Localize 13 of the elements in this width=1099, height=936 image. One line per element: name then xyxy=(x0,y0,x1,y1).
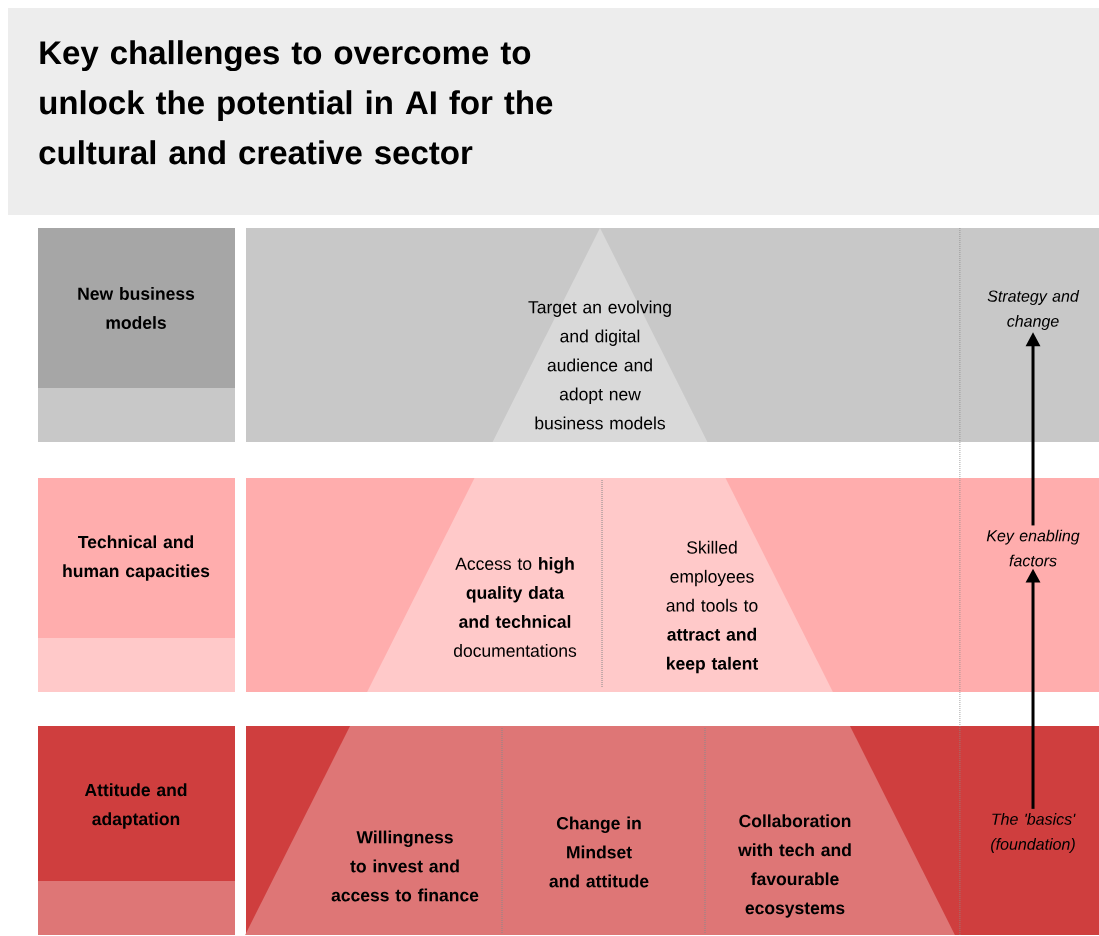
pyramid-text: Willingness to invest and access to finance xyxy=(331,830,479,902)
side-label: The 'basics' (foundation) xyxy=(991,813,1076,853)
side-label: Key enabling factors xyxy=(986,529,1080,567)
category-box: Technical and human capacities xyxy=(38,478,235,692)
pyramid-text: Skilled employees and tools to attract and keep talent xyxy=(666,540,758,674)
title-band: Key challenges to overcome to unlock the potential in AI for the cultural and creative sector xyxy=(8,8,1099,215)
side-label: Strategy and change xyxy=(987,290,1080,330)
pyramid-text: Access to high quality data and technical documentations xyxy=(453,557,577,657)
category-box: Attitude and adaptation xyxy=(38,726,235,935)
pyramid-text: Change in Mindset and attitude xyxy=(549,816,649,888)
pyramid-text: Collaboration with tech and favourable ecosystems xyxy=(738,814,851,918)
category-box: New business models xyxy=(38,228,235,442)
pyramid-text: Target an evolving and digital audience and adopt new business models xyxy=(528,300,671,430)
